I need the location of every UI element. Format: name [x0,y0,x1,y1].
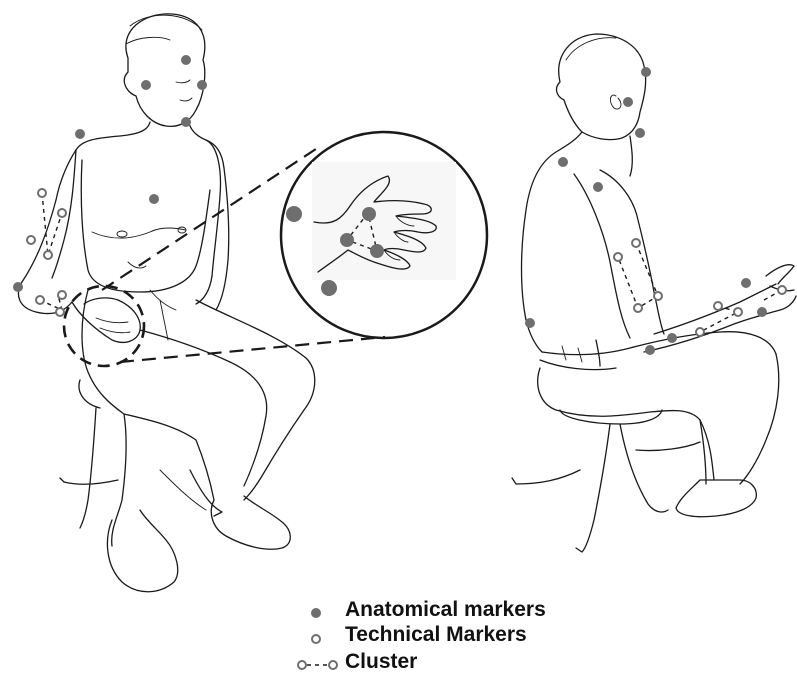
legend-cluster-label: Cluster [345,650,417,673]
anatomical-marker [181,55,191,65]
technical-marker [58,291,66,299]
anatomical-marker [757,307,767,317]
anatomical-marker [623,97,633,107]
front-figure [18,14,314,592]
anatomical-marker [593,182,603,192]
dashed-cluster-icon [298,661,337,669]
technical-marker [632,239,640,247]
anatomical-marker [558,157,568,167]
technical-marker [38,189,46,197]
anatomical-marker [75,129,85,139]
zoom-inset [281,132,487,338]
technical-marker [714,302,722,310]
anatomical-marker [635,128,645,138]
anatomical-marker [321,280,337,296]
anatomical-marker [362,207,376,221]
technical-marker [27,236,35,244]
technical-marker [614,253,622,261]
anatomical-marker [340,233,354,247]
anatomical-marker [370,244,384,258]
technical-marker [696,328,704,336]
anatomical-marker [181,117,191,127]
anatomical-marker [645,345,655,355]
technical-marker [36,296,44,304]
anatomical-marker [13,282,23,292]
filled-dot-icon [311,608,321,618]
anatomical-marker [197,80,207,90]
anatomical-marker [741,278,751,288]
anatomical-marker [525,318,535,328]
hollow-dot-icon [312,635,320,643]
technical-marker [44,251,52,259]
zoom-guide-lower [120,337,385,362]
legend-technical-label: Technical Markers [345,623,527,646]
technical-marker [58,209,66,217]
technical-marker [734,308,742,316]
technical-marker [778,286,786,294]
anatomical-marker [667,333,677,343]
legend: Anatomical markers Technical Markers Clu… [298,598,546,673]
legend-anatomical-label: Anatomical markers [345,598,546,621]
technical-marker [56,308,64,316]
anatomical-marker [286,206,302,222]
technical-marker [634,304,642,312]
anatomical-marker [641,67,651,77]
anatomical-marker [149,194,159,204]
technical-marker [654,292,662,300]
anatomical-marker [141,80,151,90]
